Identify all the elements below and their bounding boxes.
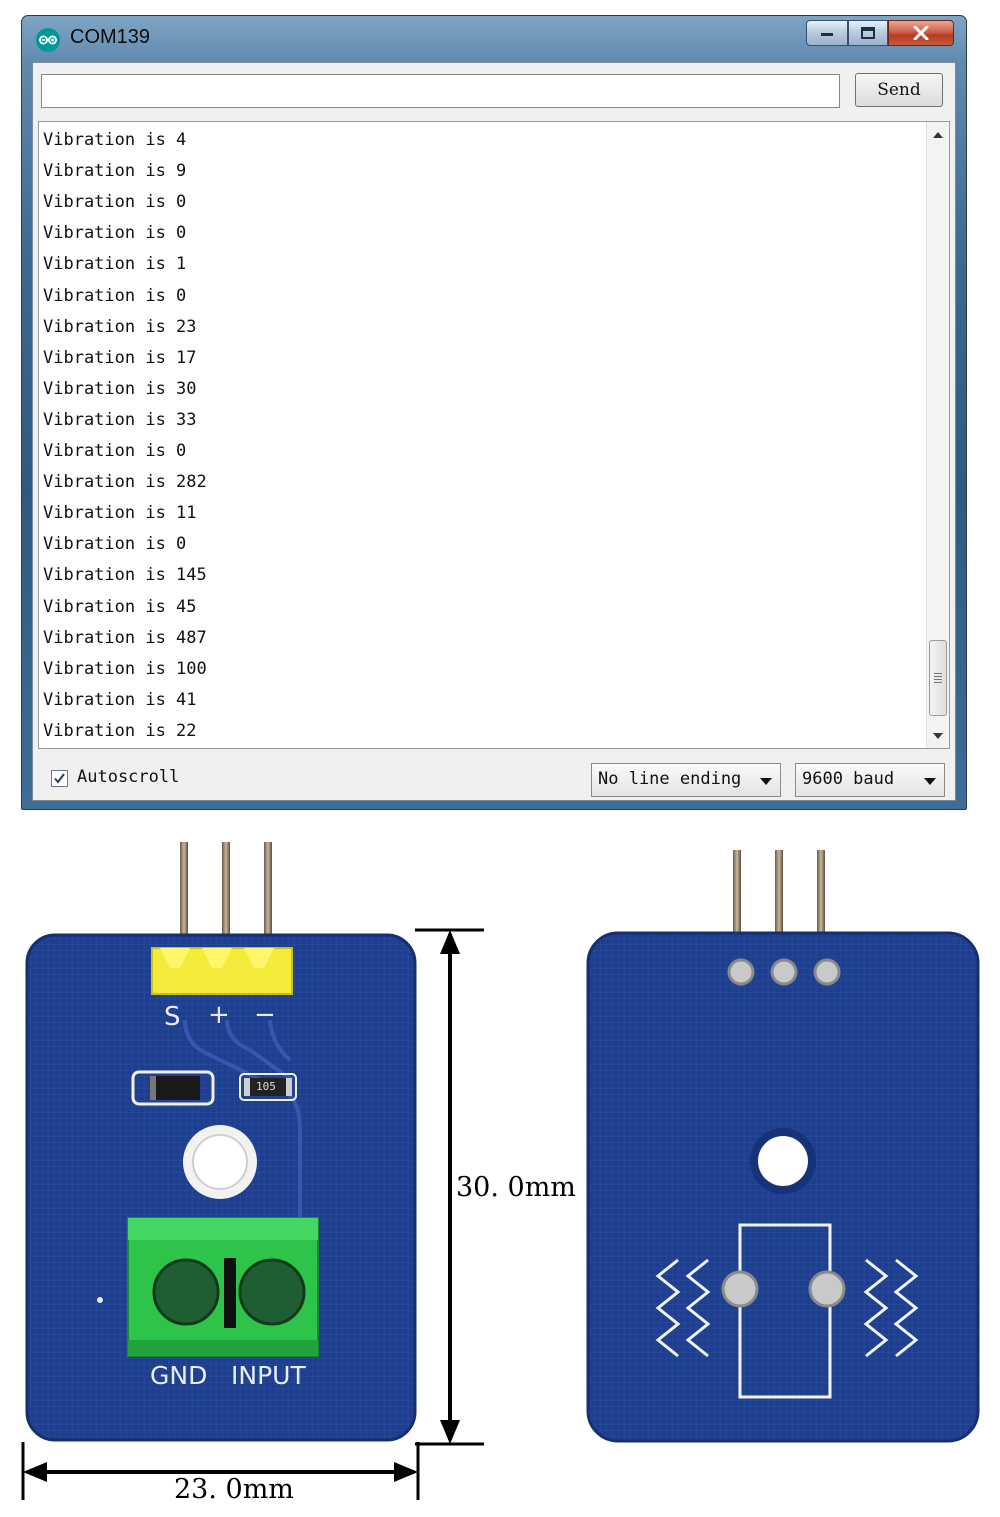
output-line: Vibration is 9: [43, 161, 187, 182]
output-line: Vibration is 23: [43, 316, 197, 337]
output-line: Vibration is 33: [43, 409, 197, 430]
header-pin: [733, 850, 741, 955]
back-board: [586, 850, 980, 1443]
output-line: Vibration is 41: [43, 689, 197, 710]
minimize-icon: [821, 33, 833, 36]
baud-rate-select[interactable]: 9600 baud: [795, 763, 945, 797]
output-line: Vibration is 487: [43, 627, 207, 648]
caption-buttons: [806, 20, 954, 46]
mounting-hole: [758, 1136, 808, 1186]
serial-output[interactable]: Vibration is 4 Vibration is 9 Vibration is…: [38, 121, 950, 749]
pin-label-gnd: −: [254, 1000, 276, 1030]
output-line: Vibration is 11: [43, 503, 197, 524]
autoscroll-label: Autoscroll: [77, 767, 180, 787]
input-row: Send: [33, 63, 955, 121]
sensor-pad: [808, 1270, 846, 1308]
width-dimension-label: 23. 0mm: [174, 1474, 294, 1505]
maximize-icon: [861, 27, 875, 39]
autoscroll-checkbox[interactable]: [51, 770, 68, 787]
front-board: [25, 842, 417, 1442]
window-title: COM139: [70, 26, 151, 48]
height-dimension-label: 30. 0mm: [456, 1172, 576, 1203]
solder-pad: [727, 958, 755, 986]
vibration-wave-icon: [655, 1258, 681, 1358]
terminal-screw: [238, 1258, 306, 1326]
title-bar[interactable]: COM139: [22, 16, 966, 62]
bottom-bar: Autoscroll No line ending 9600 baud: [33, 753, 955, 803]
dimension-lines: [21, 928, 484, 1500]
header-pin: [222, 842, 230, 952]
arduino-icon: [36, 28, 60, 52]
serial-input[interactable]: [41, 74, 840, 108]
header-pin: [775, 850, 783, 955]
header-pin: [180, 842, 188, 952]
output-line: Vibration is 0: [43, 441, 187, 461]
diode-outline: [131, 1070, 215, 1106]
vibration-wave-icon: [863, 1258, 889, 1358]
dropdown-arrow-icon: [760, 778, 772, 785]
scrollbar-thumb[interactable]: [929, 640, 947, 716]
header-pin: [817, 850, 825, 955]
output-line: Vibration is 30: [43, 378, 197, 399]
pin-label-signal: S: [164, 1002, 181, 1032]
header-pin: [264, 842, 272, 952]
line-ending-select[interactable]: No line ending: [591, 763, 781, 797]
sensor-pad: [721, 1270, 759, 1308]
output-line: Vibration is 45: [43, 596, 197, 617]
resistor-marking: 105: [256, 1080, 276, 1093]
grip-icon: [934, 673, 942, 683]
output-line: Vibration is 1: [43, 254, 187, 275]
output-line: Vibration is 17: [43, 347, 197, 368]
vibration-wave-icon: [893, 1258, 919, 1358]
output-line: Vibration is 145: [43, 565, 207, 586]
solder-pad: [770, 958, 798, 986]
output-line: Vibration is 0: [43, 285, 187, 306]
close-button[interactable]: [888, 20, 954, 46]
terminal-label-gnd: GND: [150, 1361, 208, 1390]
dropdown-arrow-icon: [924, 778, 936, 785]
vertical-scrollbar[interactable]: [926, 122, 949, 748]
serial-monitor-window: COM139 Send Vibration is 4 Vibration is 9…: [21, 15, 967, 810]
close-icon: [913, 26, 929, 40]
solder-pad: [813, 958, 841, 986]
diode: [150, 1076, 200, 1100]
scroll-up-arrow-icon[interactable]: [927, 124, 949, 144]
checkmark-icon: [54, 773, 65, 784]
terminal-screw: [152, 1258, 220, 1326]
output-line: Vibration is 0: [43, 223, 187, 244]
scroll-down-arrow-icon[interactable]: [927, 726, 949, 746]
output-line: Vibration is 22: [43, 720, 197, 741]
output-line: Vibration is 4: [43, 130, 187, 150]
sensor-outline: [738, 1223, 832, 1399]
maximize-button[interactable]: [848, 20, 888, 46]
baud-rate-value: 9600 baud: [802, 769, 895, 789]
vibration-wave-icon: [685, 1258, 711, 1358]
terminal-label-input: INPUT: [231, 1361, 306, 1390]
module-photos: S + − 105 GND INPUT 30. 0mm 23. 0mm: [0, 830, 1000, 1517]
output-line: Vibration is 0: [43, 534, 187, 555]
output-line: Vibration is 0: [43, 192, 187, 213]
output-line: Vibration is 282: [43, 472, 207, 493]
output-line: Vibration is 100: [43, 658, 207, 679]
pin-label-vcc: +: [208, 1000, 230, 1030]
send-button[interactable]: Send: [855, 73, 943, 107]
line-ending-value: No line ending: [598, 769, 742, 789]
minimize-button[interactable]: [806, 20, 848, 46]
module-drawing: [21, 842, 980, 1500]
resistor: [248, 1078, 288, 1096]
